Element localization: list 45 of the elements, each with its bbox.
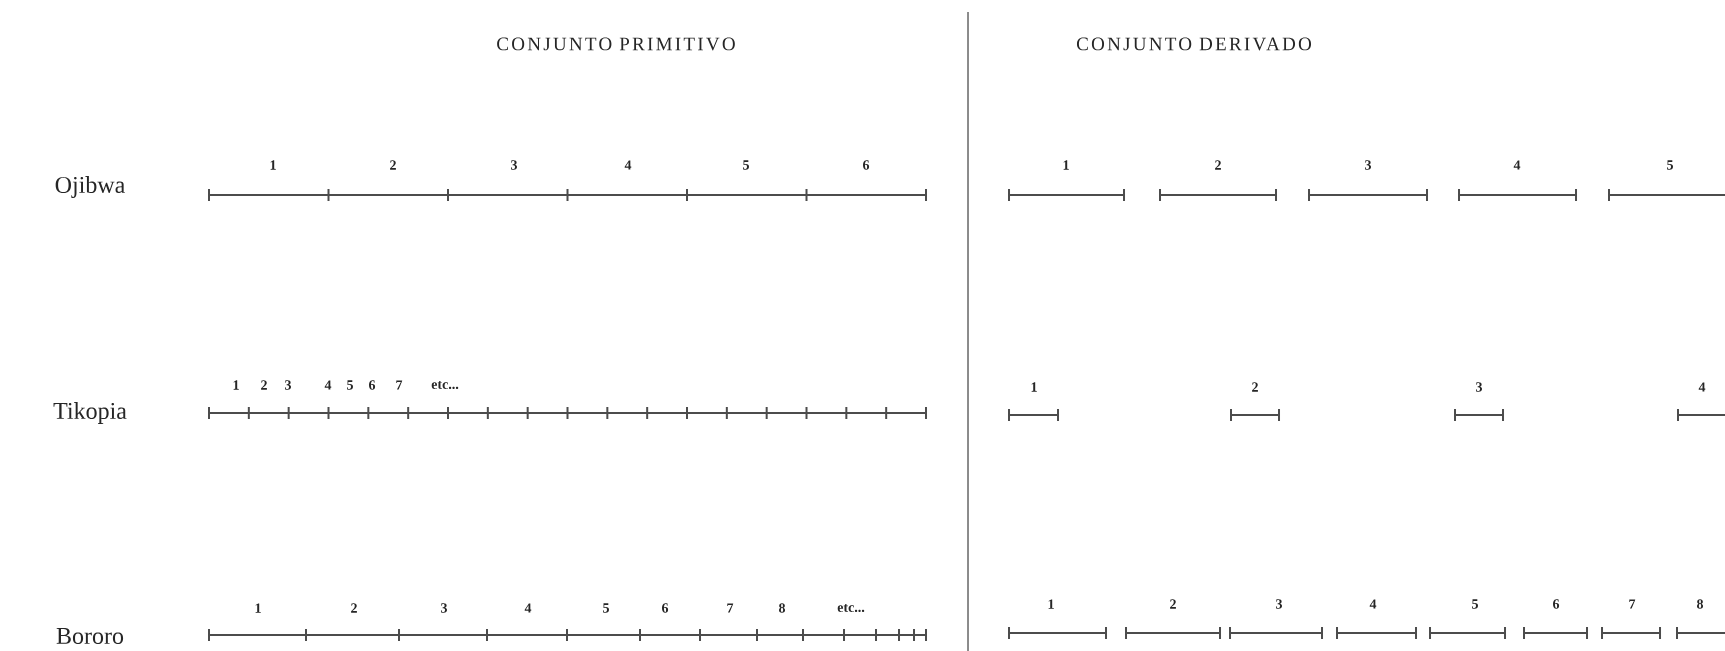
segment-number: 5 [1472, 599, 1478, 609]
segment-number: 7 [1629, 599, 1636, 609]
segment-number: 6 [1553, 599, 1560, 609]
segment-number: 5 [1667, 160, 1673, 170]
segment-number: 4 [1698, 382, 1706, 392]
segment-number: 3 [511, 160, 518, 170]
column-heading: CONJUNTO DERIVADO [1076, 37, 1312, 51]
segment-number: 3 [1276, 599, 1283, 609]
segment-number: 1 [233, 380, 239, 390]
segment-number: 4 [1513, 160, 1521, 170]
segment-number: 1 [1031, 382, 1037, 392]
column-heading: CONJUNTO PRIMITIVO [497, 37, 735, 51]
segment-number: etc... [431, 380, 459, 390]
segment-number: 5 [603, 603, 609, 613]
segment-number: 2 [390, 160, 396, 170]
segment-number: 5 [347, 380, 353, 390]
segment-number: 4 [624, 160, 632, 170]
segment-number: 6 [662, 603, 669, 613]
segment-number: 1 [1063, 160, 1069, 170]
segment-number: 2 [351, 603, 357, 613]
segment-number: 1 [255, 603, 261, 613]
segment-number: 7 [396, 380, 403, 390]
segment-number: 1 [270, 160, 276, 170]
segment-number: 2 [1215, 160, 1221, 170]
segment-number: 4 [1369, 599, 1377, 609]
segment-number: 3 [1365, 160, 1372, 170]
segment-number: 1 [1048, 599, 1054, 609]
row-label: Tikopia [53, 402, 127, 424]
segment-number: 7 [727, 603, 734, 613]
segment-number: 4 [524, 603, 532, 613]
row-label: Bororo [56, 628, 124, 644]
segment-number: 2 [1252, 382, 1258, 392]
segment-number: 8 [1697, 599, 1704, 609]
segment-number: 3 [441, 603, 448, 613]
segment-number: 6 [369, 380, 376, 390]
segment-number: 4 [324, 380, 332, 390]
segment-number: 3 [285, 380, 292, 390]
segment-number: etc... [837, 603, 865, 613]
segment-number: 2 [261, 380, 267, 390]
segment-number: 2 [1170, 599, 1176, 609]
segment-number: 5 [743, 160, 749, 170]
row-label: Ojibwa [55, 176, 125, 198]
segment-number: 6 [863, 160, 870, 170]
segment-number: 8 [779, 603, 786, 613]
segment-number: 3 [1476, 382, 1483, 392]
